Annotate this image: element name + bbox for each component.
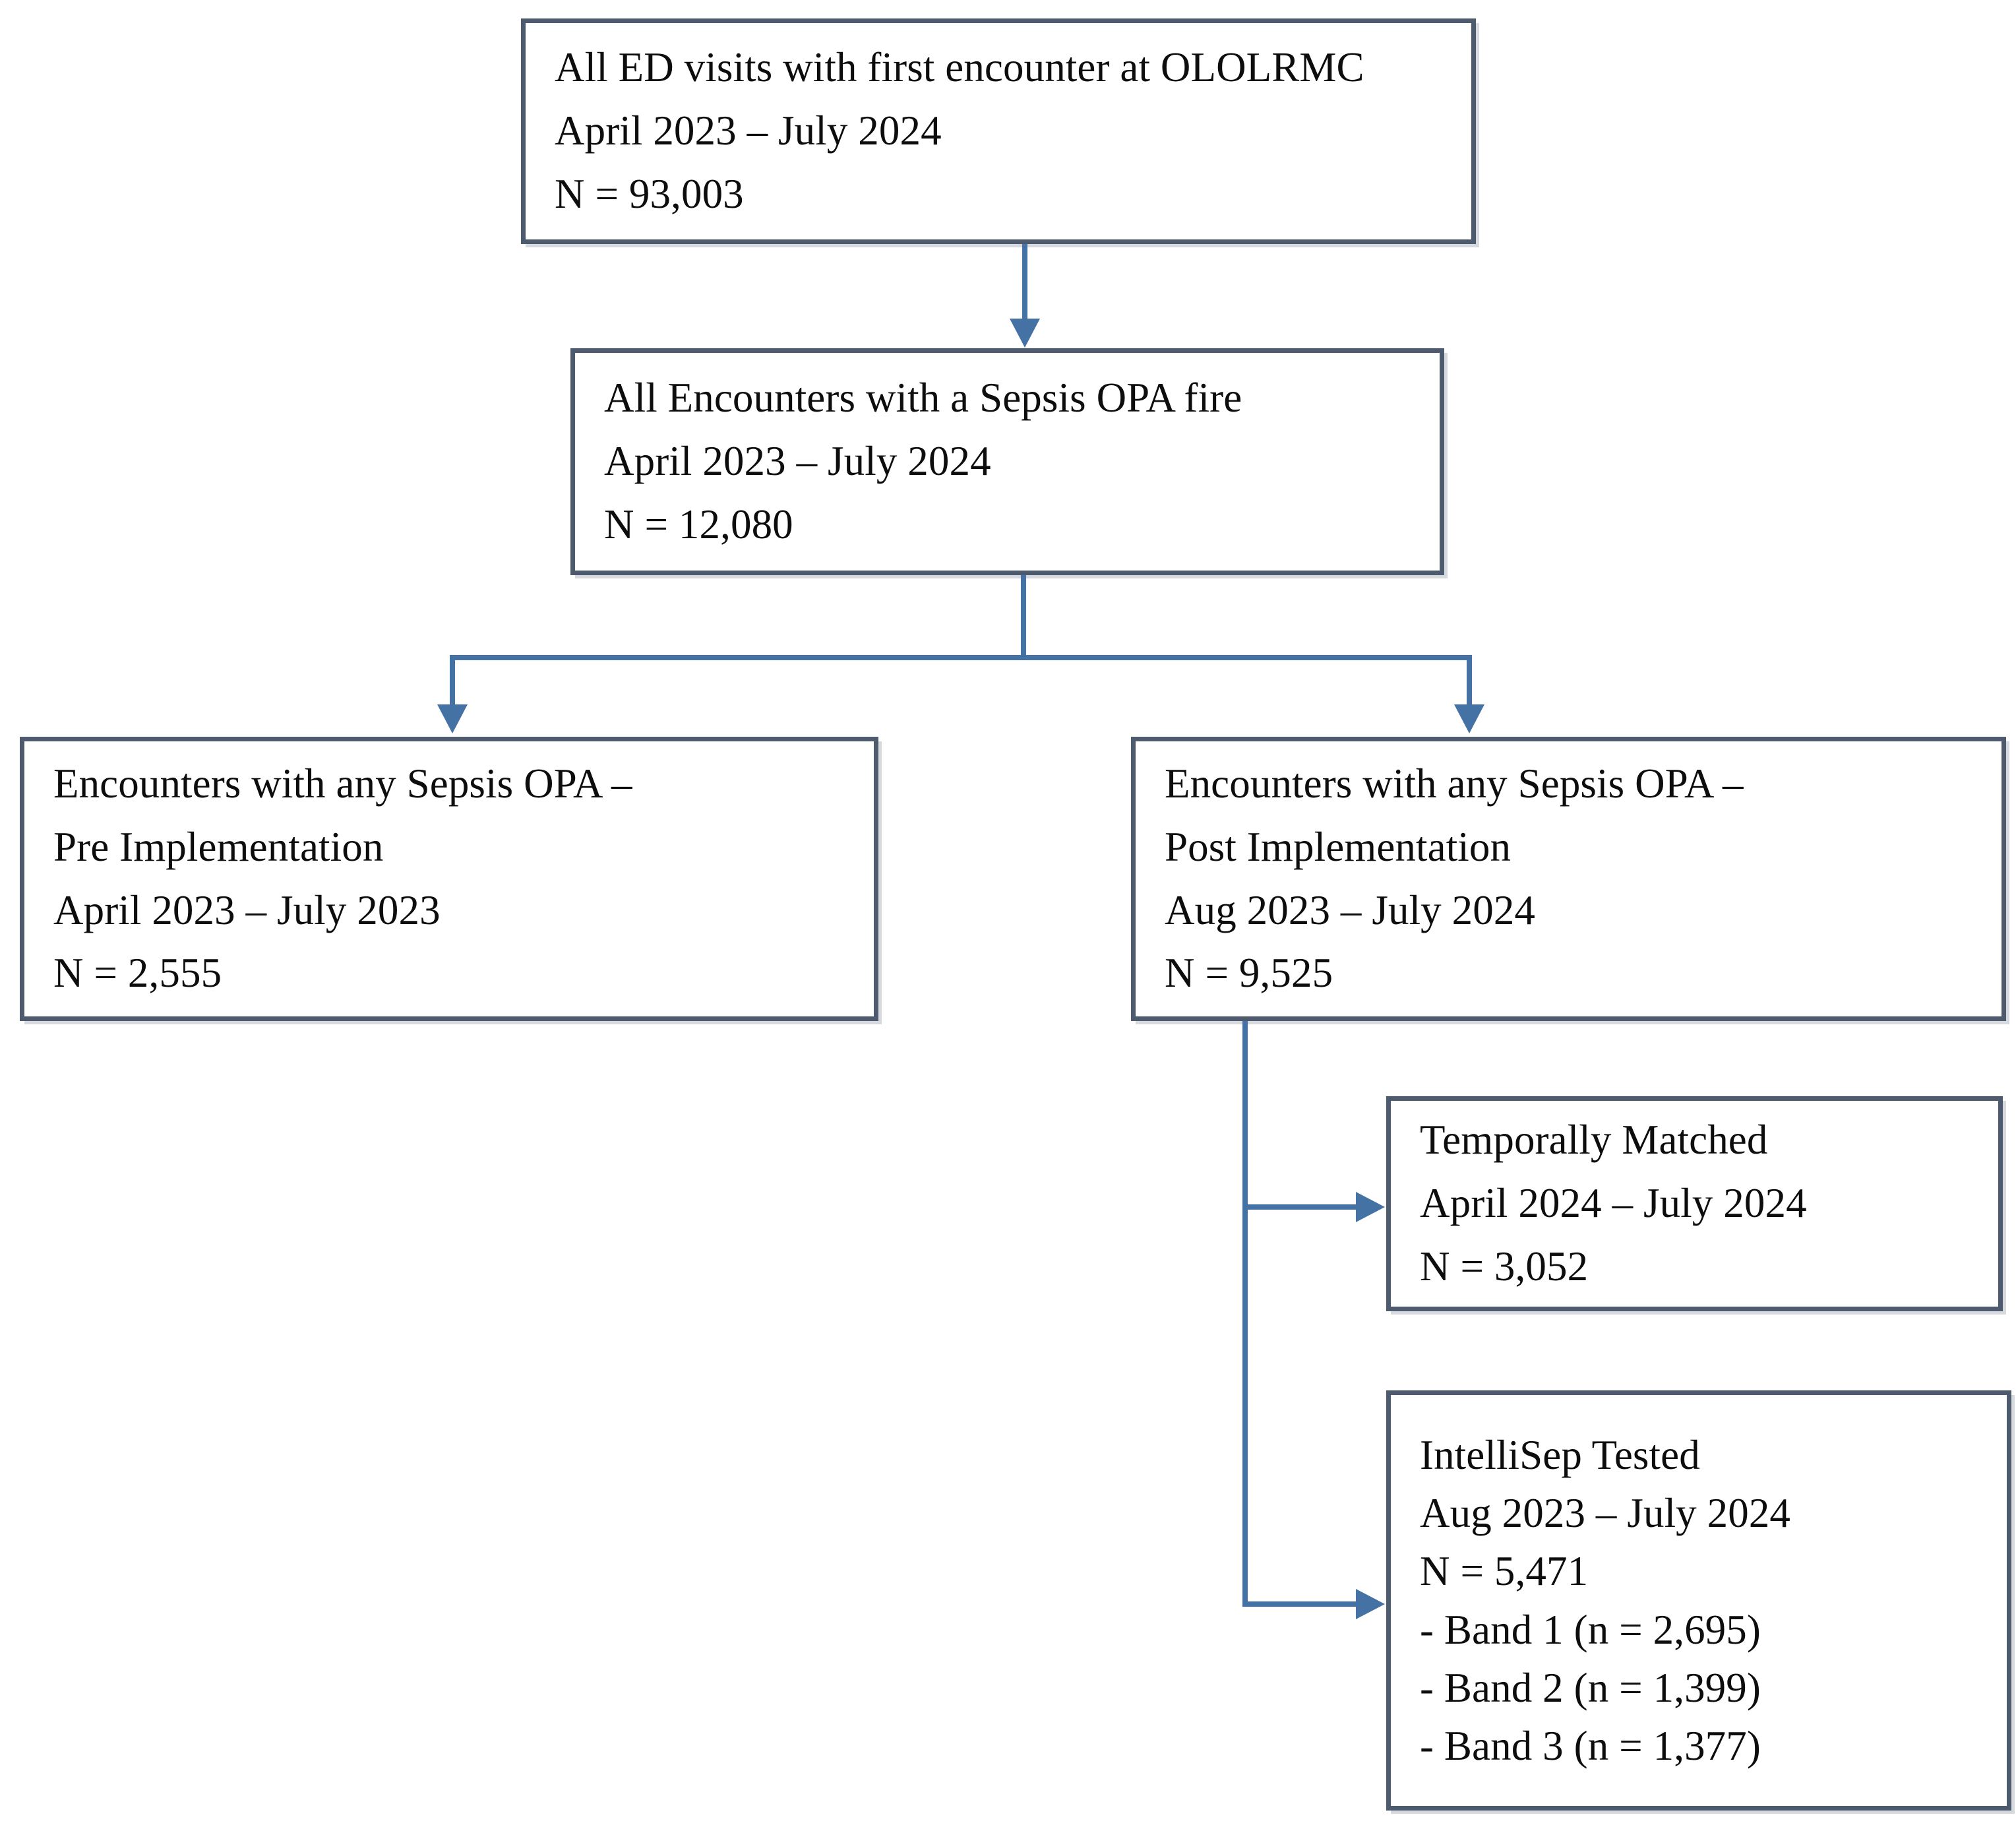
edge-split-stem [1021,575,1026,658]
node-pre-implementation-line-4: N = 2,555 [53,950,222,997]
edge-split-right-arrowhead [1454,704,1484,733]
edge-post-impl-to-intellisep-run [1242,1601,1358,1607]
node-all-encounters-opa-fire: All Encounters with a Sepsis OPA fire Ap… [570,348,1444,575]
node-all-encounters-opa-fire-line-1: All Encounters with a Sepsis OPA fire [604,375,1242,421]
node-intellisep-tested-band-2: - Band 2 (n = 1,399) [1420,1664,1761,1711]
node-post-implementation-line-2: Post Implementation [1165,823,1512,870]
node-temporally-matched: Temporally Matched April 2024 – July 202… [1386,1096,2003,1311]
node-post-implementation-line-3: Aug 2023 – July 2024 [1165,886,1536,933]
node-intellisep-tested-band-3: - Band 3 (n = 1,377) [1420,1722,1761,1769]
node-all-ed-visits-line-3: N = 93,003 [555,170,744,217]
node-pre-implementation-line-2: Pre Implementation [53,823,384,870]
node-all-encounters-opa-fire-line-2: April 2023 – July 2024 [604,438,991,485]
node-pre-implementation-line-1: Encounters with any Sepsis OPA – [53,760,632,807]
edge-ed-visits-to-opa-fire-stem [1022,244,1027,322]
edge-ed-visits-to-opa-fire-arrowhead [1010,319,1040,348]
node-intellisep-tested-line-2: Aug 2023 – July 2024 [1420,1490,1791,1537]
node-post-implementation-line-4: N = 9,525 [1165,950,1333,997]
edge-post-impl-to-temporally-matched-run [1242,1204,1358,1210]
edge-post-impl-to-temporally-matched-arrowhead [1356,1192,1385,1222]
edge-split-left-arrowhead [437,704,468,733]
node-pre-implementation: Encounters with any Sepsis OPA – Pre Imp… [20,737,878,1021]
node-intellisep-tested-line-3: N = 5,471 [1420,1548,1589,1595]
edge-post-impl-spine [1242,1021,1248,1607]
node-temporally-matched-line-1: Temporally Matched [1420,1117,1768,1163]
edge-split-right-drop [1467,655,1472,708]
edge-split-crossbar [450,655,1472,660]
node-intellisep-tested: IntelliSep Tested Aug 2023 – July 2024 N… [1386,1390,2011,1811]
node-post-implementation-line-1: Encounters with any Sepsis OPA – [1165,760,1744,807]
node-all-ed-visits-line-1: All ED visits with first encounter at OL… [555,44,1364,91]
edge-post-impl-to-intellisep-arrowhead [1356,1589,1385,1619]
node-intellisep-tested-band-1: - Band 1 (n = 2,695) [1420,1606,1761,1653]
node-temporally-matched-line-3: N = 3,052 [1420,1243,1589,1289]
node-temporally-matched-line-2: April 2024 – July 2024 [1420,1180,1807,1227]
node-all-encounters-opa-fire-line-3: N = 12,080 [604,501,793,547]
node-all-ed-visits: All ED visits with first encounter at OL… [521,18,1476,244]
node-all-ed-visits-line-2: April 2023 – July 2024 [555,108,942,154]
edge-split-left-drop [450,655,455,708]
node-intellisep-tested-line-1: IntelliSep Tested [1420,1431,1700,1478]
node-post-implementation: Encounters with any Sepsis OPA – Post Im… [1131,737,2006,1021]
node-pre-implementation-line-3: April 2023 – July 2023 [53,886,441,933]
